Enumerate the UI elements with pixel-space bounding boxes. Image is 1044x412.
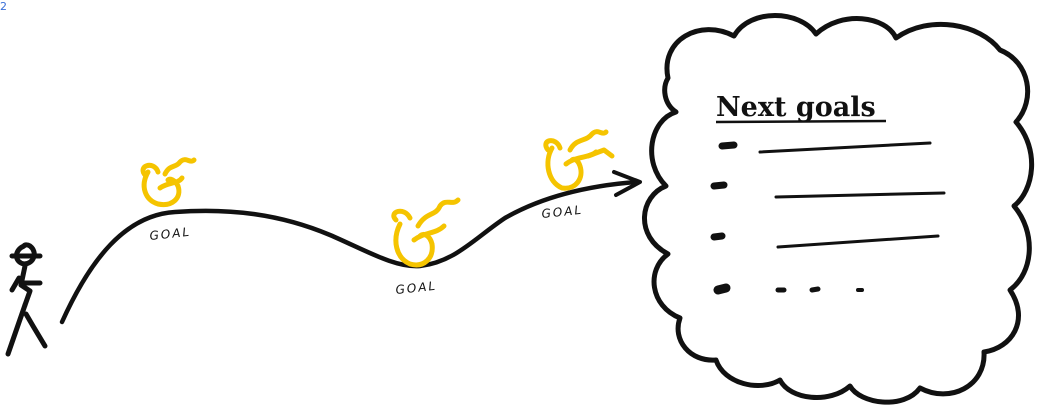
list-line xyxy=(774,191,946,199)
list-line xyxy=(776,234,940,249)
goal-label: GOAL xyxy=(395,279,438,297)
list-bullet xyxy=(710,181,728,190)
corner-marker: 2 xyxy=(0,0,7,13)
stick-figure-icon xyxy=(5,242,48,357)
goal-label: GOAL xyxy=(149,225,192,243)
list-bullet xyxy=(713,283,731,295)
trophy-icon xyxy=(140,157,197,208)
goal-label: GOAL xyxy=(541,203,584,221)
trophy-icon xyxy=(391,197,461,268)
trophy-icon xyxy=(543,129,615,191)
next-goals-list xyxy=(710,141,946,295)
list-bullet xyxy=(718,141,738,150)
arrow-icon xyxy=(612,170,642,197)
journey-path xyxy=(59,179,639,325)
list-bullet xyxy=(710,232,726,241)
cloud-title: Next goals xyxy=(716,92,876,123)
ellipsis-dot xyxy=(809,286,821,293)
list-line xyxy=(758,141,932,154)
cloud-title-underline xyxy=(715,119,887,124)
thought-cloud-icon xyxy=(642,13,1035,405)
